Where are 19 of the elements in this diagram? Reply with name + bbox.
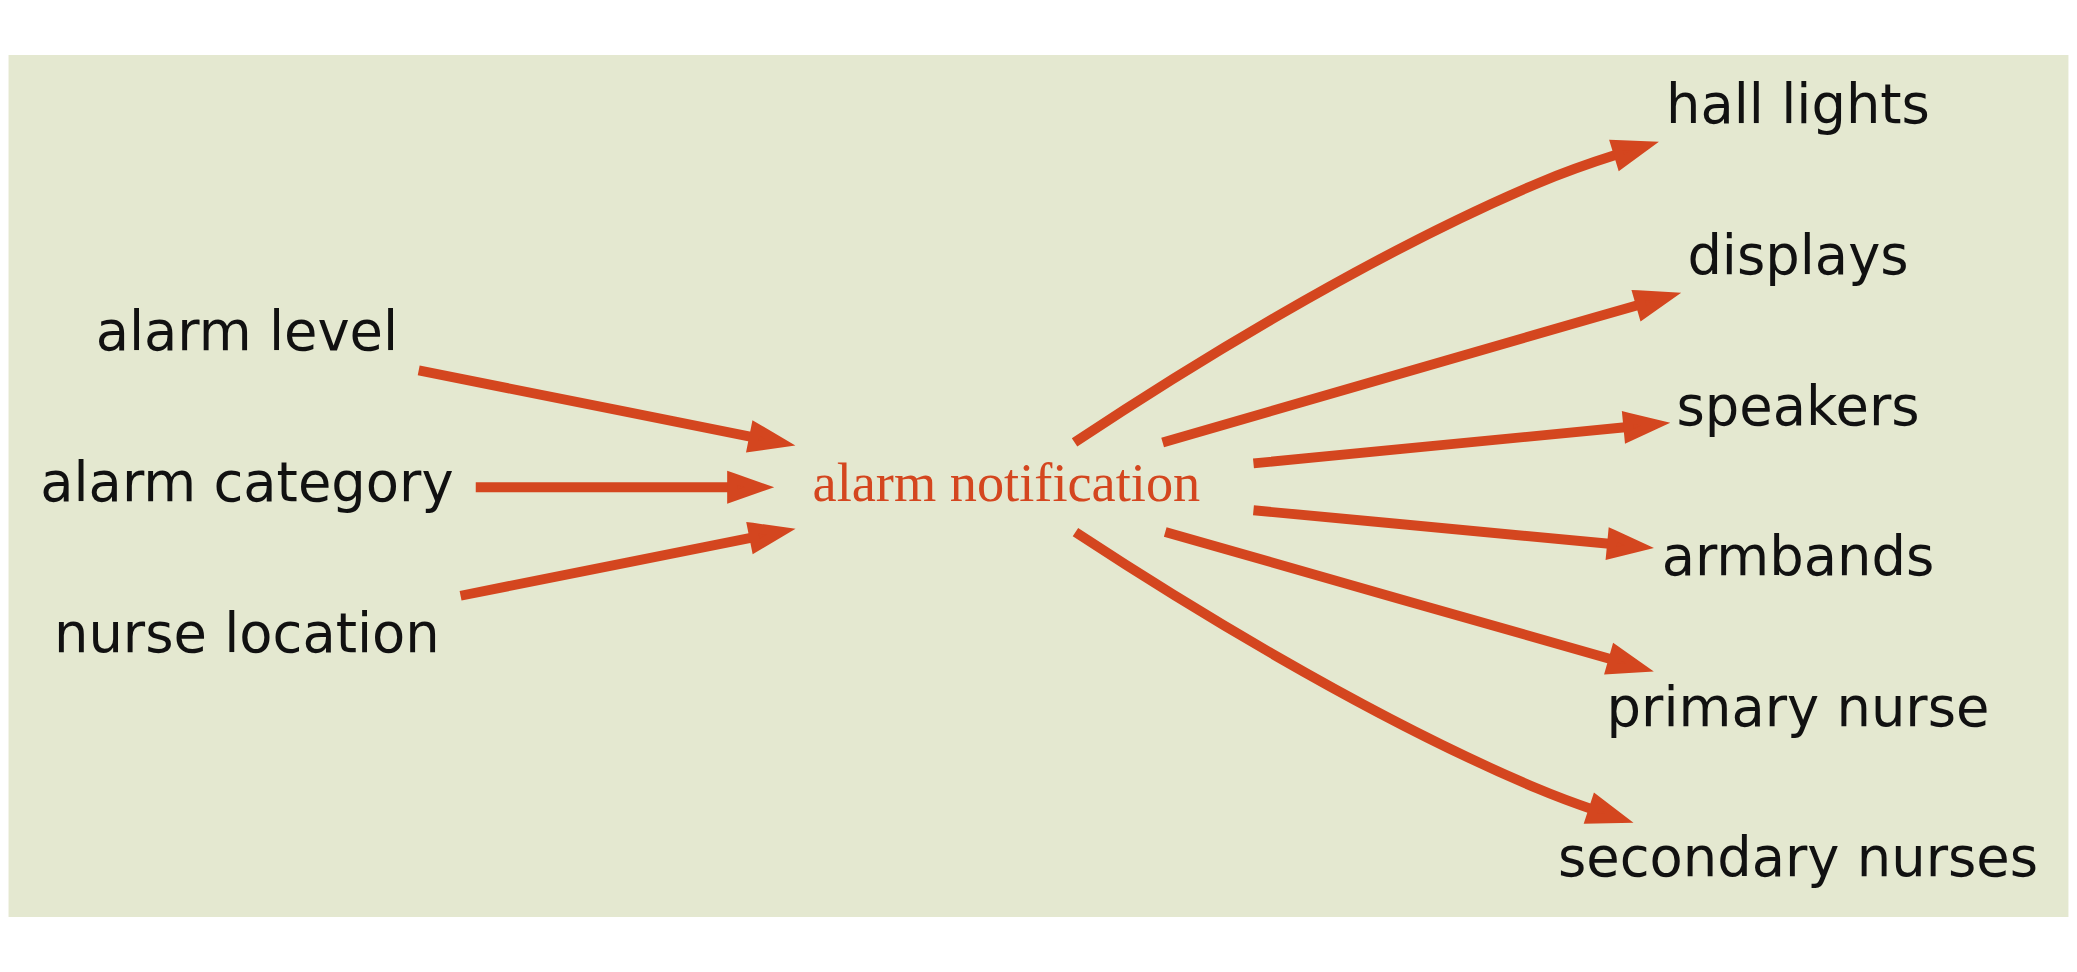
arrow (1253, 411, 1671, 469)
arrow (1072, 528, 1634, 824)
arrow (475, 470, 775, 504)
node-text: hall lights (1666, 73, 1930, 137)
arrow (459, 521, 796, 601)
node-text: secondary nurses (1557, 826, 2039, 890)
arrow (1071, 139, 1659, 447)
node-text: alarm notification (812, 453, 1201, 514)
node-text: alarm level (95, 300, 399, 364)
node-text: armbands (1661, 525, 1935, 589)
node-text: speakers (1676, 374, 1920, 438)
node-text: nurse location (54, 601, 440, 665)
arrow (1163, 527, 1654, 675)
arrow (1253, 505, 1654, 560)
node-text: displays (1687, 223, 1909, 287)
node-text: primary nurse (1606, 675, 1990, 739)
arrow (1161, 289, 1682, 448)
arrow (417, 365, 796, 453)
node-text: alarm category (40, 451, 454, 515)
